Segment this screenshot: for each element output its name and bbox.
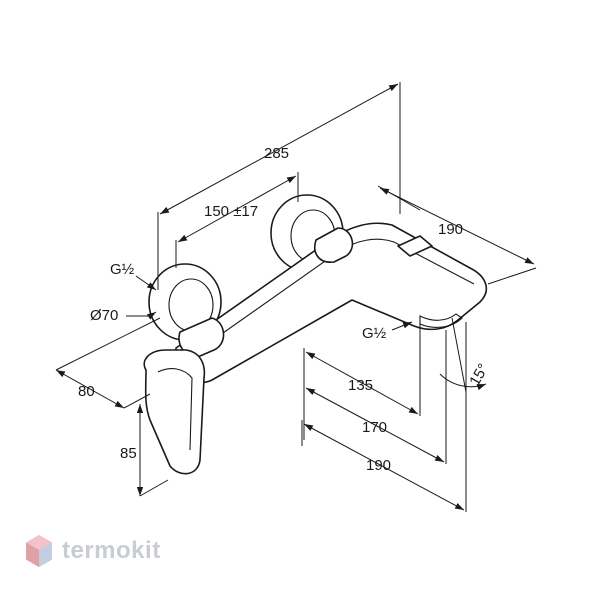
label-projection-135: 135 bbox=[348, 377, 373, 394]
label-spout-depth: 190 bbox=[438, 221, 463, 238]
label-handle-width: 80 bbox=[78, 383, 95, 400]
connector-front bbox=[178, 317, 225, 357]
connector-back bbox=[314, 227, 354, 263]
spout-outlet bbox=[419, 313, 463, 328]
brand-watermark: termokit bbox=[24, 534, 161, 568]
label-overall-length: 285 bbox=[264, 145, 289, 162]
label-handle-height: 85 bbox=[120, 445, 137, 462]
lever-handle bbox=[143, 349, 206, 475]
brand-name: termokit bbox=[62, 537, 161, 564]
label-angle: 15° bbox=[466, 361, 492, 389]
label-thread-outlet: G½ bbox=[362, 325, 387, 342]
hexagon-cube-icon bbox=[26, 535, 52, 567]
label-projection-170: 170 bbox=[362, 419, 387, 436]
lever-handle-edge bbox=[157, 368, 193, 451]
label-connection-spacing: 150 ±17 bbox=[204, 203, 258, 220]
label-projection-190: 190 bbox=[366, 457, 391, 474]
label-rosette-diameter: Ø70 bbox=[90, 307, 118, 324]
dimensions bbox=[55, 82, 537, 512]
faucet-body bbox=[143, 194, 488, 475]
label-thread-top: G½ bbox=[110, 261, 135, 278]
